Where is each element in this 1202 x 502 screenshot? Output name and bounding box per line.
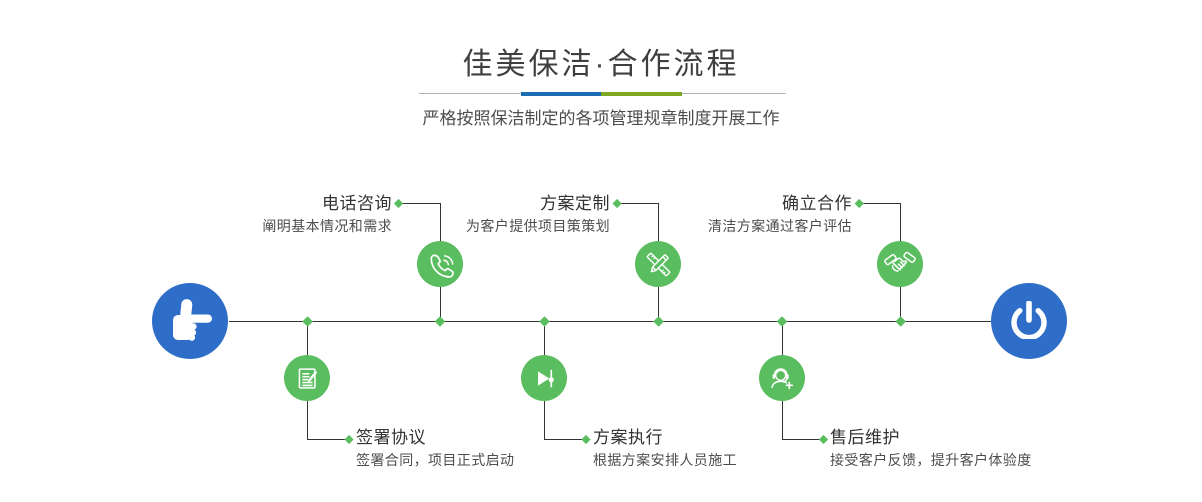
step-title: 方案定制 xyxy=(540,194,610,213)
label-diamond xyxy=(344,434,354,445)
timeline-diamond xyxy=(895,316,907,327)
step-desc: 为客户提供项目策策划 xyxy=(466,218,610,234)
step-title: 方案执行 xyxy=(593,428,663,447)
label-diamond xyxy=(393,198,404,209)
handshake-icon xyxy=(884,251,916,272)
step-title: 签署协议 xyxy=(356,428,426,447)
page-title: 佳美保洁·合作流程 xyxy=(462,48,740,81)
step-label-sign: 签署协议 签署合同，项目正式启动 xyxy=(356,428,515,469)
step-title: 电话咨询 xyxy=(322,194,392,213)
timeline-diamond xyxy=(434,316,446,327)
step-circle-plan xyxy=(635,241,681,287)
headset-plus-icon xyxy=(771,368,794,390)
step-circle-execute xyxy=(521,355,567,401)
label-diamond xyxy=(612,198,622,209)
label-diamond xyxy=(581,434,591,445)
pointing-hand-icon xyxy=(173,299,212,341)
step-desc: 阐明基本情况和需求 xyxy=(262,218,392,234)
step-label-execute: 方案执行 根据方案安排人员施工 xyxy=(593,428,737,469)
pencil-ruler-icon xyxy=(646,252,670,276)
divider-green-segment xyxy=(601,91,682,96)
contract-pen-icon xyxy=(298,367,317,389)
timeline-diamond xyxy=(539,316,550,327)
divider-blue-segment xyxy=(521,91,601,96)
phone-icon xyxy=(429,253,454,278)
step-circle-consult xyxy=(417,241,463,287)
timeline-diamond xyxy=(653,316,664,327)
step-label-confirm: 确立合作 清洁方案通过客户评估 xyxy=(708,194,852,235)
timeline-diamond xyxy=(302,316,313,327)
step-label-consult: 电话咨询 阐明基本情况和需求 xyxy=(262,194,392,235)
step-circle-aftersale xyxy=(759,355,805,401)
step-title: 确立合作 xyxy=(782,194,852,213)
step-desc: 接受客户反馈，提升客户体验度 xyxy=(830,452,1032,468)
step-desc: 根据方案安排人员施工 xyxy=(593,452,737,468)
label-diamond xyxy=(854,198,864,209)
step-label-plan: 方案定制 为客户提供项目策策划 xyxy=(466,194,610,235)
play-slider-icon xyxy=(537,369,554,387)
page-subtitle: 严格按照保洁制定的各项管理规章制度开展工作 xyxy=(422,109,780,128)
label-diamond xyxy=(818,434,829,445)
step-title: 售后维护 xyxy=(830,428,900,447)
start-node xyxy=(152,283,228,359)
end-node xyxy=(991,283,1067,359)
title-divider xyxy=(419,91,786,96)
step-desc: 清洁方案通过客户评估 xyxy=(708,218,852,234)
step-label-aftersale: 售后维护 接受客户反馈，提升客户体验度 xyxy=(830,428,1032,469)
step-desc: 签署合同，项目正式启动 xyxy=(356,452,515,468)
power-icon xyxy=(1011,301,1047,339)
step-circle-confirm xyxy=(877,241,923,287)
step-circle-sign xyxy=(284,355,330,401)
timeline-diamond xyxy=(776,316,788,327)
